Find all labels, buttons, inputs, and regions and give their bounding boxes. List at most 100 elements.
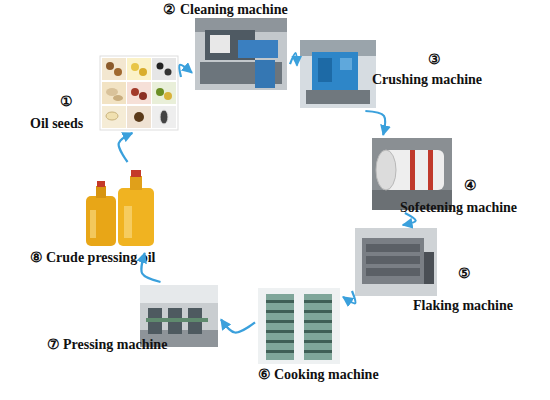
flow-arrow (365, 111, 385, 135)
sunflower-seed (160, 110, 168, 124)
workshop-ceiling (140, 285, 218, 303)
step-number: ④ (464, 178, 477, 194)
crushing-machine-photo (300, 40, 376, 108)
seed-cell (102, 82, 126, 104)
flow-arrow (403, 213, 416, 225)
drum-end (376, 150, 396, 190)
process-step: ③Crushing machine (300, 40, 376, 108)
tower-ring (266, 350, 294, 353)
bottle-neck (130, 176, 142, 190)
flow-arrow (141, 253, 160, 282)
machine-part (318, 58, 332, 82)
seed (113, 95, 123, 101)
bottle-cap (131, 170, 141, 177)
seed-cell (127, 106, 151, 128)
photo-frame (195, 18, 287, 90)
seed (165, 69, 172, 76)
flow-arrow (179, 65, 192, 77)
bottle-highlight (90, 210, 96, 238)
seed (139, 92, 147, 100)
cleaning-machine-photo (195, 18, 287, 90)
tower-ring (304, 350, 332, 353)
machine-body (362, 238, 424, 284)
bottle-highlight (124, 206, 132, 238)
tower-ring (304, 340, 332, 343)
process-step: ⑦Pressing machine (140, 285, 218, 347)
photo-frame (372, 138, 452, 210)
process-step: ①Oil seeds (100, 56, 178, 130)
machine-part (424, 252, 434, 284)
press-rail (146, 318, 208, 322)
step-label: Pressing machine (63, 337, 167, 353)
step-number: ⑥ (258, 367, 271, 383)
seed (131, 63, 139, 71)
cooking-machine-photo (258, 288, 340, 364)
seed-cell (152, 106, 176, 128)
tower-ring (266, 330, 294, 333)
seed (131, 88, 139, 96)
process-step: ⑧Crude pressing oil (80, 165, 160, 250)
flaking-machine-photo (355, 228, 437, 296)
machine-part (255, 60, 275, 88)
photo-frame (100, 56, 178, 130)
drum-band (428, 150, 433, 190)
photo-frame (258, 288, 340, 364)
step-label: Crude pressing oil (46, 250, 155, 266)
bottle-cap (97, 181, 105, 187)
drum-band (410, 150, 415, 190)
bottle (86, 196, 116, 246)
step-label: Oil seeds (30, 116, 83, 132)
photo-frame (80, 165, 160, 250)
machine-vent (366, 256, 420, 264)
tower (266, 294, 294, 360)
photo-frame (355, 228, 437, 296)
machine-base (306, 90, 370, 104)
seed (164, 92, 172, 100)
machine-vent (366, 244, 420, 252)
step-label: Flaking machine (413, 298, 513, 314)
flow-arrow (290, 53, 297, 66)
seed (114, 68, 122, 76)
step-number: ⑦ (47, 337, 60, 353)
seed (134, 112, 144, 122)
tower-ring (266, 300, 294, 303)
softening-machine-photo (372, 138, 452, 210)
process-step: ②Cleaning machine (195, 18, 287, 90)
step-number: ⑧ (30, 250, 43, 266)
seed (106, 88, 118, 96)
step-label: Cleaning machine (180, 2, 288, 18)
process-step: ④Sofetening machine (372, 138, 452, 210)
tower-ring (304, 330, 332, 333)
seed-cell (102, 106, 126, 128)
seed-cell (127, 58, 151, 80)
flow-arrow (119, 133, 133, 162)
machine-vent (366, 268, 420, 276)
machine-panel (210, 35, 230, 53)
seed (106, 112, 118, 120)
machine-body (312, 52, 358, 90)
photo-frame (300, 40, 376, 108)
oil-bottles-photo (80, 165, 160, 250)
step-number: ① (60, 94, 73, 110)
photo-background (195, 18, 287, 32)
process-step: ⑤Flaking machine (355, 228, 437, 296)
seed-cell (127, 82, 151, 104)
seed (139, 68, 147, 76)
machine-part (340, 58, 352, 70)
seeds-photo (100, 56, 178, 130)
step-label: Sofetening machine (400, 200, 517, 216)
tower-ring (304, 320, 332, 323)
tower (304, 294, 332, 360)
machine-part (238, 40, 278, 58)
bottle (118, 188, 154, 246)
seed-cell (102, 58, 126, 80)
tower-ring (266, 340, 294, 343)
step-label: Crushing machine (372, 72, 482, 88)
tower-ring (266, 320, 294, 323)
tower-ring (266, 310, 294, 313)
step-label: Cooking machine (274, 367, 379, 383)
step-number: ② (163, 2, 176, 18)
